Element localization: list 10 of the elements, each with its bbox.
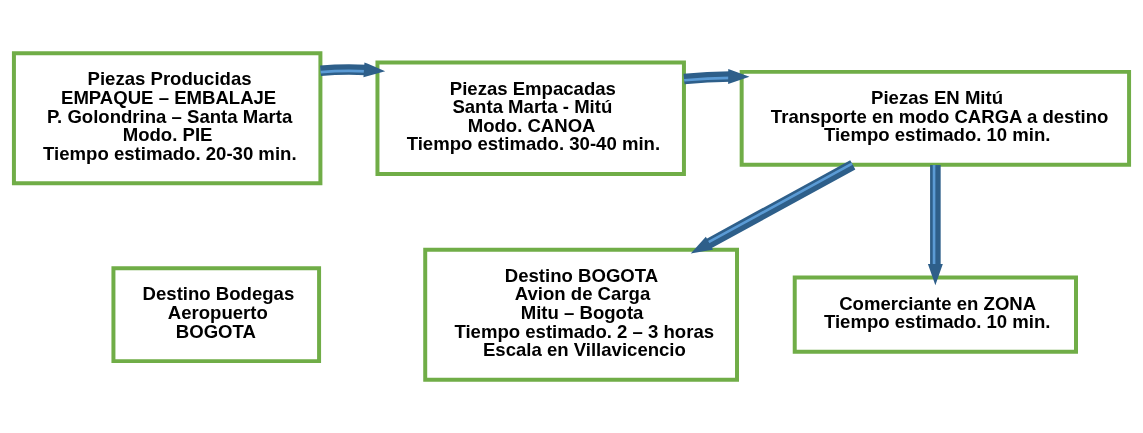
node-box: Piezas Empacadas Santa Marta - Mitú Modo. CANOA Tiempo estimado. 30-40 min.	[375, 60, 686, 177]
node-box: Destino Bodegas Aeropuerto BOGOTA	[111, 266, 322, 364]
node-box: Piezas Producidas EMPAQUE – EMBALAJE P. Golondrina – Santa Marta Modo. PIE Tiempo estimado. 20-30 min.	[11, 51, 323, 186]
node-box: Piezas EN Mitú Transporte en modo CARGA a destino Tiempo estimado. 10 min.	[739, 69, 1132, 167]
arrow	[320, 62, 386, 78]
arrow	[683, 69, 750, 85]
node-box: Comerciante en ZONA Tiempo estimado. 10 min.	[792, 275, 1078, 354]
arrow	[690, 160, 856, 254]
arrow	[927, 165, 943, 286]
node-box: Destino BOGOTA Avion de Carga Mitu – Bogota Tiempo estimado. 2 – 3 horas Escala en Villavicencio	[423, 247, 739, 382]
